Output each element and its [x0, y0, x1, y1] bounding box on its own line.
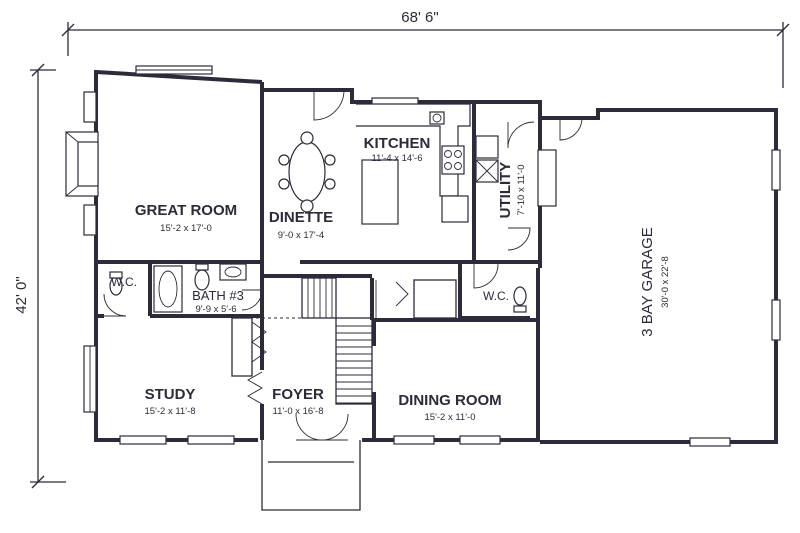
garage-size: 30'-0 x 22'-8	[660, 256, 671, 308]
doors	[103, 89, 583, 441]
wc-right-name: W.C.	[483, 289, 509, 303]
depth-dimension-label: 42' 0"	[13, 276, 30, 313]
bath3-name: BATH #3	[192, 288, 244, 303]
staircase	[301, 277, 373, 405]
dinette-name: DINETTE	[269, 209, 333, 226]
fireplace	[65, 131, 99, 197]
study-name: STUDY	[145, 386, 196, 403]
foyer-closet	[231, 317, 330, 377]
utility-size: 7'-10 x 11'-0	[516, 165, 527, 216]
windows	[83, 65, 781, 447]
dining-room-name: DINING ROOM	[398, 392, 501, 409]
kitchen-fixtures	[356, 103, 557, 225]
kitchen-name: KITCHEN	[364, 135, 431, 152]
dinette-size: 9'-0 x 17'-4	[278, 230, 324, 241]
interior-walls	[96, 86, 542, 440]
utility-name: UTILITY	[497, 162, 514, 219]
foyer-name: FOYER	[272, 386, 324, 403]
bath-fixtures	[109, 263, 527, 313]
kitchen-size: 11'-4 x 14'-6	[372, 153, 423, 164]
depth-dimension	[30, 63, 66, 489]
study-size: 15'-2 x 11'-8	[145, 406, 196, 417]
wc-left-name: W.C.	[111, 275, 137, 289]
garage-name: 3 BAY GARAGE	[639, 227, 656, 337]
dinette-table	[278, 131, 336, 213]
bath3-size: 9'-9 x 5'-6	[195, 304, 236, 315]
room-labels: GREAT ROOM 15'-2 x 17'-0 DINETTE 9'-0 x …	[111, 135, 671, 423]
dining-room-size: 15'-2 x 11'-0	[425, 412, 476, 423]
great-room-size: 15'-2 x 17'-0	[160, 223, 212, 234]
foyer-size: 11'-0 x 16'-8	[273, 406, 324, 417]
width-dimension-label: 68' 6"	[401, 9, 438, 26]
width-dimension	[61, 22, 790, 88]
great-room-name: GREAT ROOM	[135, 202, 237, 219]
